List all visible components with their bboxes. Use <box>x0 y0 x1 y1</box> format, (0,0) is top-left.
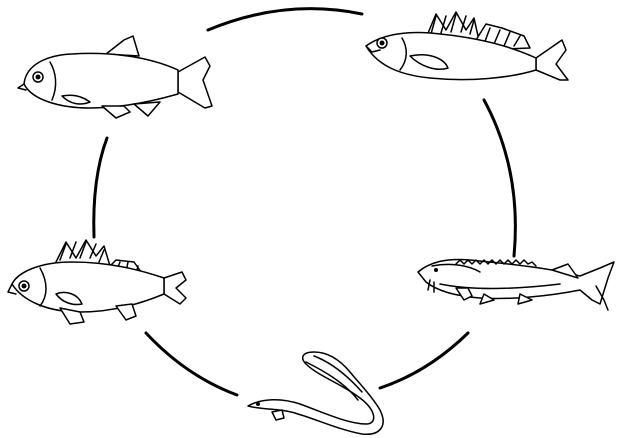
perch-fish-icon <box>8 240 186 324</box>
sturgeon-fish-icon <box>418 260 614 311</box>
arc-eel-to-perch <box>146 333 237 395</box>
arc-zander-to-sturgeon <box>484 100 515 256</box>
arc-tench-to-zander <box>208 9 362 30</box>
zander-fish-icon <box>366 12 568 80</box>
arc-sturgeon-to-eel <box>380 333 468 388</box>
eel-fish-icon <box>248 352 383 434</box>
tench-fish-icon <box>18 36 212 118</box>
arc-perch-to-tench <box>94 138 107 237</box>
